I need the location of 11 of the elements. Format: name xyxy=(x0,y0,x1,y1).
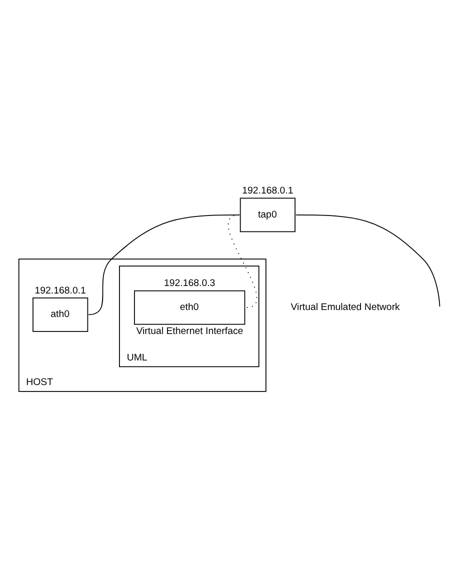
connector xyxy=(228,214,258,308)
node-box: eth0 xyxy=(134,290,246,325)
connector xyxy=(88,214,240,316)
node-label: 192.168.0.1 xyxy=(34,285,86,296)
label: Virtual Emulated Network xyxy=(290,302,400,314)
connector xyxy=(295,214,440,308)
node-label: 192.168.0.3 xyxy=(164,278,216,290)
node-box: ath0 xyxy=(32,297,88,332)
node-label: Virtual Ethernet Interface xyxy=(136,326,244,337)
node-box: tap0 xyxy=(240,198,296,232)
node-label: 192.168.0.1 xyxy=(242,186,294,197)
